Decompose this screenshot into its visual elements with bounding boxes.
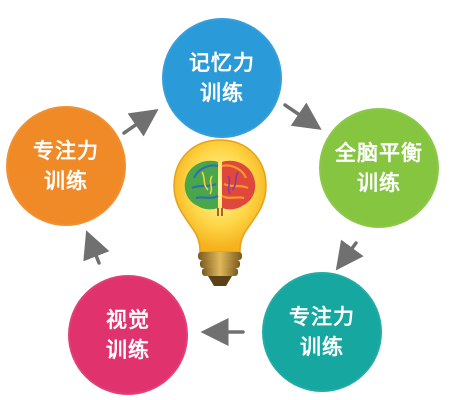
node-focus-left-line1: 专注力 <box>33 139 99 163</box>
node-memory-training: 记忆力 训练 <box>162 18 282 138</box>
arrow-right-to-bottomright <box>335 239 364 271</box>
node-memory-line2: 训练 <box>200 81 244 105</box>
arrow-bottomleft-to-left <box>83 230 110 265</box>
node-visual-line2: 训练 <box>106 338 150 362</box>
node-visual-line1: 视觉 <box>106 308 150 332</box>
node-focus-training-bottom-right: 专注力 训练 <box>262 272 382 392</box>
node-focus-br-line2: 训练 <box>300 335 344 359</box>
node-focus-br-line1: 专注力 <box>289 305 355 329</box>
node-whole-brain-training: 全脑平衡 训练 <box>319 108 439 228</box>
arrow-top-to-right <box>283 102 322 130</box>
node-focus-left-line2: 训练 <box>44 169 88 193</box>
node-memory-line1: 记忆力 <box>189 51 255 75</box>
node-focus-training-left: 专注力 训练 <box>6 106 126 226</box>
node-whole-brain-line1: 全脑平衡 <box>335 141 423 165</box>
lightbulb-brain-icon <box>173 139 267 286</box>
node-visual-training: 视觉 训练 <box>68 275 188 395</box>
arrow-left-to-top <box>122 109 159 137</box>
bulb-base <box>198 252 242 260</box>
node-whole-brain-line2: 训练 <box>357 171 401 195</box>
